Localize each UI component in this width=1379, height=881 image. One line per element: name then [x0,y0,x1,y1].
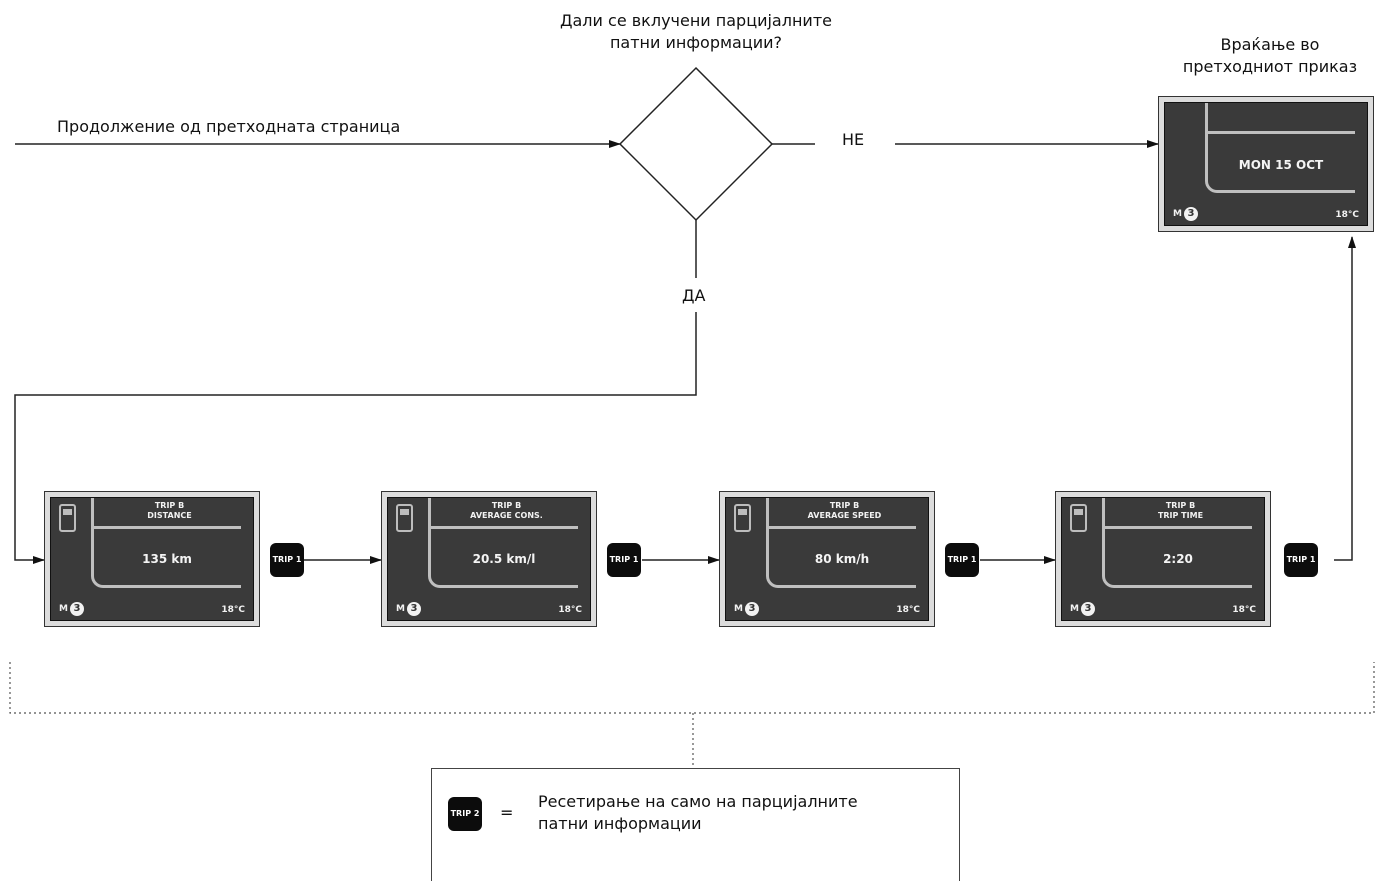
decision-diamond [618,66,774,222]
legend-line-2: патни информации [538,814,702,833]
trip2-button[interactable]: TRIP 2 [448,797,482,831]
mode-number: 3 [1183,207,1198,221]
phone-icon [1070,504,1087,532]
decision-question: Дали се вклучени парцијалните патни инфо… [496,10,896,54]
trip1-button[interactable]: TRIP 1 [945,543,979,577]
phone-icon [396,504,413,532]
temperature: 18°C [1232,605,1256,615]
legend-description: Ресетирање на само на парцијалните патни… [538,791,858,835]
mode-number: 3 [69,602,84,616]
screen-value: 135 km [142,552,192,566]
trip1-button[interactable]: TRIP 1 [1284,543,1318,577]
mode-number: 3 [1080,602,1095,616]
no-label: НЕ [842,130,865,149]
phone-icon [59,504,76,532]
mode-number: 3 [406,602,421,616]
temperature: 18°C [1335,210,1359,220]
screen-value: 20.5 km/l [472,552,536,566]
screen-value: 80 km/h [814,552,870,566]
temperature: 18°C [558,605,582,615]
legend-box: TRIP 2 = Ресетирање на само на парцијалн… [431,768,960,881]
return-label-line-1: Враќање во [1220,35,1320,54]
yes-label: ДА [682,286,706,305]
trip1-button[interactable]: TRIP 1 [607,543,641,577]
continuation-label: Продолжение од претходната страница [57,117,401,136]
screen-value: 2:20 [1163,552,1193,566]
return-label: Враќање во претходниот приказ [1160,34,1379,78]
question-line-2: патни информации? [609,33,783,52]
mode-number: 3 [744,602,759,616]
temperature: 18°C [896,605,920,615]
trip1-button[interactable]: TRIP 1 [270,543,304,577]
legend-equals: = [500,803,514,822]
phone-icon [734,504,751,532]
question-line-1: Дали се вклучени парцијалните [560,11,832,30]
return-label-line-2: претходниот приказ [1182,57,1358,76]
legend-line-1: Ресетирање на само на парцијалните [538,792,858,811]
screen-value: MON 15 OCT [1238,158,1324,172]
temperature: 18°C [221,605,245,615]
